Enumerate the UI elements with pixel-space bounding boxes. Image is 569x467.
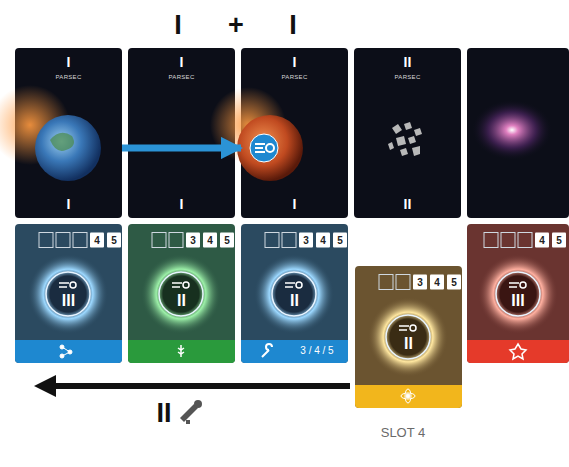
- sector-card: I PARSEC I: [128, 48, 235, 218]
- distance-label: PARSEC: [281, 74, 307, 80]
- upgrade-card: [128, 224, 235, 363]
- slot-number: 4: [535, 233, 549, 248]
- ring-glow: [141, 254, 221, 334]
- sector-number: I: [180, 197, 184, 211]
- slot-range: 3 / 4 / 5: [300, 346, 333, 356]
- ring-glow: [28, 254, 108, 334]
- sector-number: II: [404, 197, 412, 211]
- move-arrow: [52, 383, 350, 389]
- empty-slot: [501, 233, 515, 248]
- mars-planet: [237, 115, 303, 181]
- sector-card: I PARSEC I: [241, 48, 348, 218]
- slot-number: 5: [333, 233, 347, 248]
- empty-slot: [56, 233, 70, 248]
- ring-numeral: III: [511, 293, 524, 309]
- move-arrow: [122, 145, 241, 152]
- distance-label: PARSEC: [168, 74, 194, 80]
- slot-number: 4: [90, 233, 104, 248]
- ring-glow: [478, 254, 558, 334]
- slot-number: 4: [203, 233, 217, 248]
- slot-number: 4: [316, 233, 330, 248]
- ring-glow: [254, 254, 334, 334]
- footer-band: [15, 340, 122, 363]
- empty-slot: [265, 233, 279, 248]
- empty-slot: [152, 233, 166, 248]
- asteroids: [388, 122, 422, 156]
- upgrade-card: [15, 224, 122, 363]
- upgrade-card: [467, 224, 569, 363]
- upgrade-card: 345II 3 / 4 / 5: [241, 224, 348, 363]
- slot-number: 3: [186, 233, 200, 248]
- move-numeral: II: [156, 400, 171, 427]
- slot-number: 3: [299, 233, 313, 248]
- sector-card: [467, 48, 569, 218]
- sector-number: I: [293, 197, 297, 211]
- empty-slot: [282, 233, 296, 248]
- empty-slot: [39, 233, 53, 248]
- sector-number: I: [180, 55, 184, 69]
- upgrade-card: [241, 224, 348, 363]
- earth-planet: [35, 115, 101, 181]
- slot-number: 5: [220, 233, 234, 248]
- sector-number: I: [293, 55, 297, 69]
- upgrade-card: 45III: [467, 224, 569, 363]
- sector-card: I PARSEC I: [15, 48, 122, 218]
- empty-slot: [169, 233, 183, 248]
- footer-icon: [60, 344, 526, 403]
- upgrade-card: 345II: [128, 224, 235, 363]
- ring-numeral: II: [177, 293, 186, 309]
- upgrade-card: 345II: [355, 266, 462, 408]
- plus-sign: +: [228, 12, 244, 39]
- distance-label: PARSEC: [394, 74, 420, 80]
- footer-band: [467, 340, 569, 363]
- nebula: [472, 100, 552, 160]
- slot-number: 3: [413, 275, 427, 290]
- slot-number: 5: [107, 233, 121, 248]
- sector-card: [354, 48, 461, 218]
- sector-card: II PARSEC II: [354, 48, 461, 218]
- empty-slot: [73, 233, 87, 248]
- footer-band: [355, 385, 462, 408]
- earth-land: [50, 133, 74, 151]
- operator-numeral: I: [289, 12, 297, 39]
- slot-number: 5: [552, 233, 566, 248]
- empty-slot: [379, 275, 393, 290]
- ring-numeral: II: [290, 293, 299, 309]
- slot-number: 4: [430, 275, 444, 290]
- empty-slot: [484, 233, 498, 248]
- slot-number: 5: [447, 275, 461, 290]
- move-arrowhead: [34, 375, 56, 397]
- ship-icon: [250, 134, 278, 162]
- sector-number: I: [67, 197, 71, 211]
- ring-numeral: II: [404, 336, 413, 352]
- footer-band: [241, 340, 348, 363]
- sector-number: II: [404, 55, 412, 69]
- ring-glow: [368, 297, 448, 377]
- ring-numeral: III: [62, 293, 75, 309]
- ship-icon: [255, 144, 274, 152]
- empty-slot: [396, 275, 410, 290]
- empty-slot: [518, 233, 532, 248]
- slot-label: SLOT 4: [381, 426, 426, 439]
- upgrade-card: 45III: [15, 224, 122, 363]
- operator-numeral: I: [174, 12, 182, 39]
- distance-label: PARSEC: [55, 74, 81, 80]
- sector-number: I: [67, 55, 71, 69]
- ship-symbol: [180, 400, 202, 424]
- footer-band: [128, 340, 235, 363]
- upgrade-card: [355, 266, 462, 408]
